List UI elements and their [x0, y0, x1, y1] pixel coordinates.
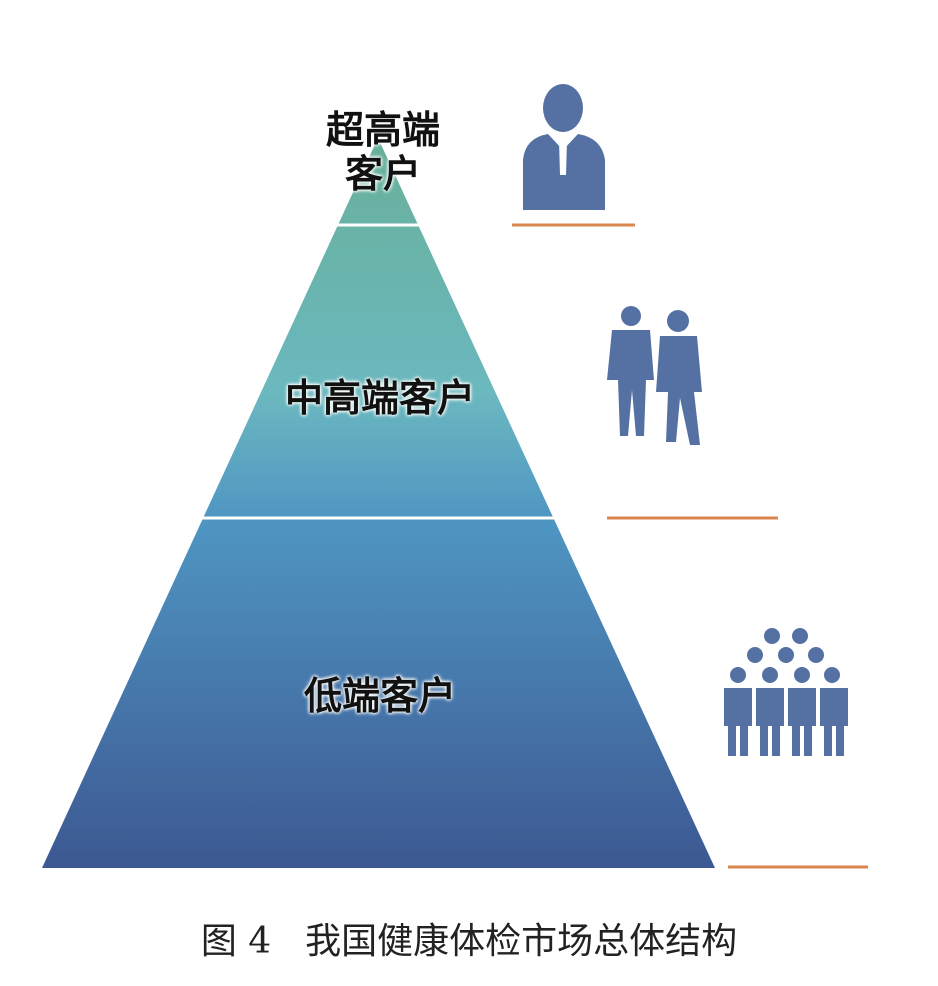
figure-caption: 图 4 我国健康体检市场总体结构	[0, 912, 938, 964]
executive-icon	[523, 84, 605, 210]
tier-label-top-line1: 超高端	[325, 108, 440, 152]
caption-title: 我国健康体检市场总体结构	[305, 921, 738, 962]
two-businessmen-icon	[607, 306, 702, 445]
tier-label-top-line2: 客户	[344, 152, 421, 196]
tier-label-top: 超高端 客户	[298, 108, 468, 196]
pyramid-body	[42, 138, 715, 868]
tier-label-bottom: 低端客户	[303, 674, 456, 718]
crowd-icon	[724, 628, 848, 756]
caption-number: 图 4	[200, 921, 272, 962]
tier-label-middle: 中高端客户	[284, 376, 475, 420]
